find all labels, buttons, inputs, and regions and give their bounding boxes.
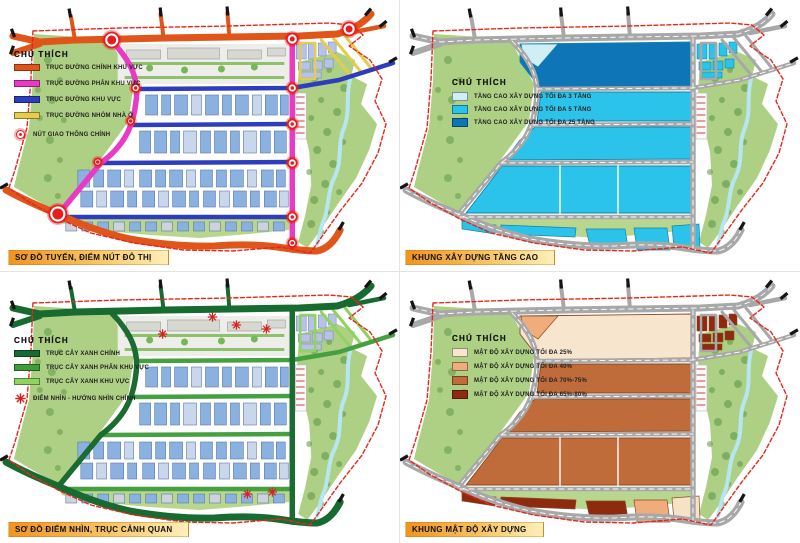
legend-label: MẬT ĐỘ XÂY DỰNG TỐI ĐA 65%-80% <box>474 391 587 398</box>
legend-label: TRỤC ĐƯỜNG NHÓM NHÀ Ở <box>46 112 134 119</box>
legend-title: CHÚ THÍCH <box>452 334 507 343</box>
legend-swatch <box>452 348 468 357</box>
legend-item: TRỤC CÂY XANH CHÍNH <box>14 350 149 357</box>
legend-item: MẬT ĐỘ XÂY DỰNG TỐI ĐA 65%-80% <box>452 390 587 399</box>
legend-items: TRỤC ĐƯỜNG CHÍNH KHU VỰC TRỤC ĐƯỜNG PHÂN … <box>14 64 143 141</box>
legend-swatch <box>452 118 468 127</box>
legend-swatch <box>452 105 468 114</box>
panel-density: CHÚ THÍCH MẬT ĐỘ XÂY DỰNG TỐI ĐA 25%MẬT … <box>400 272 800 543</box>
legend-label: TRỤC CÂY XANH CHÍNH <box>46 350 121 357</box>
legend-label: TRỤC ĐƯỜNG KHU VỰC <box>46 96 122 103</box>
panel-title-bar: KHUNG MẬT ĐỘ XÂY DỰNG <box>405 522 544 537</box>
legend-item: NÚT GIAO THÔNG CHÍNH <box>14 128 143 141</box>
legend-label: ĐIỂM NHÌN - HƯỚNG NHÌN CHÍNH <box>33 395 136 402</box>
legend-title: CHÚ THÍCH <box>14 50 69 59</box>
legend-swatch <box>452 362 468 371</box>
legend-label: MẬT ĐỘ XÂY DỰNG TỐI ĐA 70%-75% <box>474 377 587 384</box>
panel-title-bar: SƠ ĐỒ ĐIỂM NHÌN, TRỤC CẢNH QUAN <box>8 522 190 537</box>
legend-label: TẦNG CAO XÂY DỰNG TỐI ĐA 3 TẦNG <box>474 93 592 100</box>
legend-label: MẬT ĐỘ XÂY DỰNG TỐI ĐA 40% <box>474 363 573 370</box>
legend-title: CHÚ THÍCH <box>452 78 507 87</box>
legend-swatch <box>452 92 468 101</box>
legend-swatch <box>14 64 40 71</box>
legend-title: CHÚ THÍCH <box>14 336 69 345</box>
legend-swatch <box>14 80 40 87</box>
panel-building-height: CHÚ THÍCH TẦNG CAO XÂY DỰNG TỐI ĐA 3 TẦN… <box>400 0 800 272</box>
legend-items: TRỤC CÂY XANH CHÍNH TRỤC CÂY XANH PHÂN KH… <box>14 350 149 405</box>
panel-title-bar: SƠ ĐỒ TUYẾN, ĐIỂM NÚT ĐÔ THỊ <box>8 250 169 265</box>
legend-swatch <box>14 96 40 103</box>
legend-item: TRỤC ĐƯỜNG NHÓM NHÀ Ở <box>14 112 143 119</box>
routes-map <box>0 6 398 255</box>
legend-item: TRỤC ĐƯỜNG CHÍNH KHU VỰC <box>14 64 143 71</box>
viewpoint-flower-icon <box>15 393 26 404</box>
legend-label: NÚT GIAO THÔNG CHÍNH <box>33 131 111 138</box>
legend-item: TRỤC ĐƯỜNG PHÂN KHU VỰC <box>14 80 143 87</box>
legend-item: MẬT ĐỘ XÂY DỰNG TỐI ĐA 25% <box>452 348 587 357</box>
density-legend: CHÚ THÍCH MẬT ĐỘ XÂY DỰNG TỐI ĐA 25%MẬT … <box>452 334 587 404</box>
legend-item: MẬT ĐỘ XÂY DỰNG TỐI ĐA 40% <box>452 362 587 371</box>
legend-item: TRỤC CÂY XANH PHÂN KHU VỰC <box>14 364 149 371</box>
legend-swatch <box>14 378 40 385</box>
viewpoint-flower-icon <box>14 392 27 405</box>
legend-swatch <box>14 350 40 357</box>
landscape-map <box>0 278 398 527</box>
legend-item: TẦNG CAO XÂY DỰNG TỐI ĐA 25 TẦNG <box>452 118 595 127</box>
legend-item: TRỤC ĐƯỜNG KHU VỰC <box>14 96 143 103</box>
legend-item: TẦNG CAO XÂY DỰNG TỐI ĐA 5 TẦNG <box>452 105 595 114</box>
legend-label: TẦNG CAO XÂY DỰNG TỐI ĐA 25 TẦNG <box>474 119 596 126</box>
legend-label: TRỤC CÂY XANH KHU VỰC <box>46 378 130 385</box>
legend-label: MẬT ĐỘ XÂY DỰNG TỐI ĐA 25% <box>474 349 573 356</box>
building-height-legend: CHÚ THÍCH TẦNG CAO XÂY DỰNG TỐI ĐA 3 TẦN… <box>452 78 595 131</box>
density-map <box>400 278 799 527</box>
panel-title-bar: KHUNG XÂY DỰNG TẦNG CAO <box>405 250 556 265</box>
legend-items: TẦNG CAO XÂY DỰNG TỐI ĐA 3 TẦNG TẦNG CAO … <box>452 92 595 127</box>
legend-label: TẦNG CAO XÂY DỰNG TỐI ĐA 5 TẦNG <box>474 106 592 113</box>
legend-label: TRỤC ĐƯỜNG CHÍNH KHU VỰC <box>46 64 143 71</box>
legend-label: TRỤC CÂY XANH PHÂN KHU VỰC <box>46 364 150 371</box>
legend-item: MẬT ĐỘ XÂY DỰNG TỐI ĐA 70%-75% <box>452 376 587 385</box>
legend-swatch <box>452 376 468 385</box>
legend-label: TRỤC ĐƯỜNG PHÂN KHU VỰC <box>46 80 141 87</box>
legend-swatch <box>452 390 468 399</box>
legend-swatch <box>14 112 40 119</box>
legend-items: MẬT ĐỘ XÂY DỰNG TỐI ĐA 25% MẬT ĐỘ XÂY DỰN… <box>452 348 587 399</box>
legend-item: ĐIỂM NHÌN - HƯỚNG NHÌN CHÍNH <box>14 392 149 405</box>
legend-item: TRỤC CÂY XANH KHU VỰC <box>14 378 149 385</box>
building-height-map <box>400 6 799 255</box>
intersection-node-icon <box>14 128 27 141</box>
legend-swatch <box>14 364 40 371</box>
legend-item: TẦNG CAO XÂY DỰNG TỐI ĐA 3 TẦNG <box>452 92 595 101</box>
